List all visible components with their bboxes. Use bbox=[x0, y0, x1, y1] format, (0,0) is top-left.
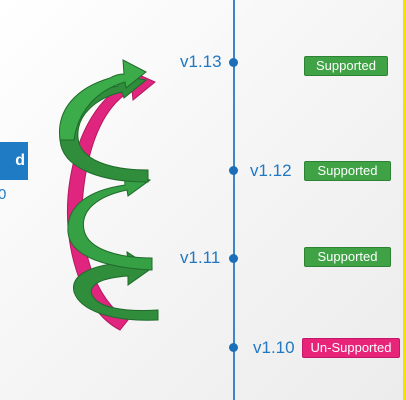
status-badge: Supported bbox=[304, 161, 391, 181]
left-panel-subtext: 0 bbox=[0, 186, 7, 203]
left-panel-box: d bbox=[0, 142, 28, 180]
status-badge: Un-Supported bbox=[302, 338, 400, 358]
timeline-dot bbox=[229, 166, 238, 175]
timeline-dot bbox=[229, 343, 238, 352]
version-label: v1.11 bbox=[180, 248, 221, 267]
green-spiral-segment-1 bbox=[59, 59, 147, 141]
version-label: v1.10 bbox=[253, 338, 295, 357]
timeline-dot bbox=[229, 254, 238, 263]
version-label: v1.13 bbox=[180, 52, 222, 71]
timeline-dot bbox=[229, 58, 238, 67]
status-badge: Supported bbox=[304, 247, 391, 267]
version-label: v1.12 bbox=[250, 161, 292, 180]
status-badge: Supported bbox=[304, 56, 388, 76]
left-panel-box-text: d bbox=[15, 152, 25, 169]
right-accent-bar bbox=[403, 0, 406, 400]
timeline-axis bbox=[233, 0, 235, 400]
